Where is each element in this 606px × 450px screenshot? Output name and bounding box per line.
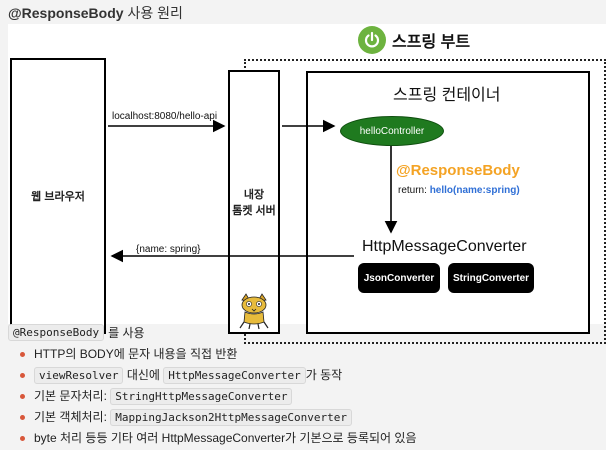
note-code: MappingJackson2HttpMessageConverter bbox=[110, 409, 353, 426]
list-item: 기본 객체처리: MappingJackson2HttpMessageConve… bbox=[20, 407, 606, 428]
note-code: HttpMessageConverter bbox=[163, 367, 306, 384]
title-annotation: @ResponseBody bbox=[8, 5, 124, 21]
note-text: 기본 문자처리: bbox=[34, 389, 111, 403]
string-converter-box: StringConverter bbox=[448, 263, 534, 293]
response-json-label: {name: spring} bbox=[136, 244, 201, 255]
json-converter-box: JsonConverter bbox=[358, 263, 440, 293]
list-item: byte 처리 등등 기타 여러 HttpMessageConverter가 기… bbox=[20, 428, 606, 449]
title-rest: 사용 원리 bbox=[123, 5, 183, 21]
spring-container-title: 스프링 컨테이너 bbox=[393, 87, 501, 104]
note-code: viewResolver bbox=[34, 367, 124, 384]
note-text: byte 처리 등등 기타 여러 HttpMessageConverter가 기… bbox=[34, 431, 417, 445]
http-message-converter-label: HttpMessageConverter bbox=[362, 238, 527, 255]
tomcat-server-label: 내장 톰켓 서버 bbox=[232, 186, 276, 218]
request-url-label: localhost:8080/hello-api bbox=[112, 111, 218, 122]
notes-section: @ResponseBody 를 사용 HTTP의 BODY에 문자 내용을 직접… bbox=[8, 322, 606, 449]
note-text: 가 동작 bbox=[305, 368, 343, 382]
spring-power-icon bbox=[358, 26, 386, 54]
response-body-annotation: @ResponseBody bbox=[396, 162, 520, 179]
list-item: HTTP의 BODY에 문자 내용을 직접 반환 bbox=[20, 344, 606, 365]
note-text: 대신에 bbox=[123, 368, 164, 382]
web-browser-box: 웹 브라우저 bbox=[10, 58, 106, 334]
hello-controller-node: helloController bbox=[340, 116, 444, 146]
spring-boot-label: 스프링 부트 bbox=[392, 34, 471, 51]
notes-head-code: @ResponseBody bbox=[8, 323, 105, 341]
tomcat-label-line1: 내장 bbox=[243, 189, 265, 201]
tomcat-server-box: 내장 톰켓 서버 bbox=[228, 70, 280, 334]
diagram-arrows bbox=[108, 119, 398, 263]
diagram-canvas: 스프링 부트 웹 브라우저 내장 톰켓 서버 스프링 컨테이너 helloCon… bbox=[8, 24, 606, 344]
note-text: HTTP의 BODY에 문자 내용을 직접 반환 bbox=[34, 347, 238, 361]
page-title: @ResponseBody 사용 원리 bbox=[8, 3, 183, 23]
note-code: StringHttpMessageConverter bbox=[110, 388, 293, 405]
return-statement: return: hello(name:spring) bbox=[398, 185, 520, 196]
return-prefix: return: bbox=[398, 185, 430, 196]
note-text: 기본 객체처리: bbox=[34, 410, 111, 424]
web-browser-label: 웹 브라우저 bbox=[31, 191, 85, 203]
list-item: 기본 문자처리: StringHttpMessageConverter bbox=[20, 386, 606, 407]
notes-head-text: 를 사용 bbox=[108, 325, 145, 340]
tomcat-label-line2: 톰켓 서버 bbox=[232, 205, 276, 217]
notes-list: HTTP의 BODY에 문자 내용을 직접 반환 viewResolver 대신… bbox=[8, 344, 606, 449]
spring-boot-logo: 스프링 부트 bbox=[354, 24, 475, 56]
return-value: hello(name:spring) bbox=[429, 185, 520, 196]
notes-headline: @ResponseBody 를 사용 bbox=[8, 322, 606, 342]
tomcat-cat-icon bbox=[239, 293, 269, 330]
